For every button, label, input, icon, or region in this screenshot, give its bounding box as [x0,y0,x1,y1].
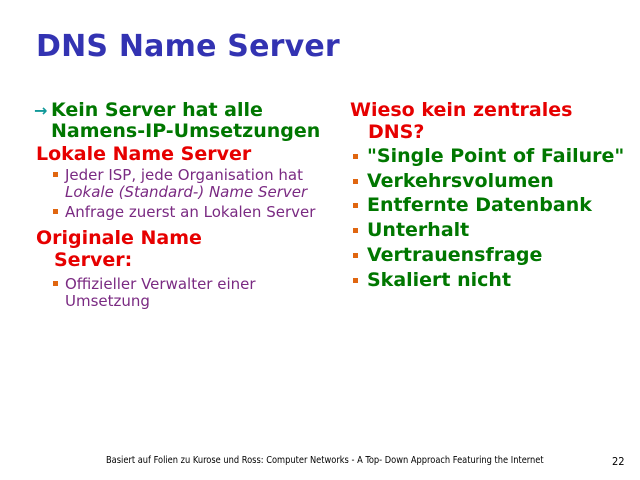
arrow-right-icon: → [34,101,48,120]
bullet-offizieller-verwalter: Offizieller Verwalter einer Umsetzung [34,274,322,311]
bullet-single-point-of-failure: "Single Point of Failure" [348,144,632,168]
bullet-text: Anfrage zuerst an Lokalen Server [65,203,316,222]
bullet-anfrage-zuerst: Anfrage zuerst an Lokalen Server [34,203,322,222]
bullet-text: Jeder ISP, jede Organisation hat Lokale … [65,165,322,202]
footer-page-number: 22 [612,455,625,468]
bullet-skaliert-nicht: Skaliert nicht [348,268,632,292]
slide-footer: Basiert auf Folien zu Kurose und Ross: C… [0,455,640,475]
square-bullet-icon [353,178,358,184]
square-bullet-icon [53,171,58,177]
bullet-kein-server: → Kein Server hat alle Namens-IP-Umsetzu… [34,99,322,143]
heading-text-line1: Wieso kein zentrales [350,99,573,121]
bullet-text: Vertrauensfrage [367,244,543,267]
bullet-vertrauensfrage: Vertrauensfrage [348,244,632,267]
bullet-text-plain: Jeder ISP, jede Organisation hat [65,165,303,184]
bullet-text: Entfernte Datenbank [367,194,592,217]
square-bullet-icon [353,228,358,234]
heading-text-line2: Server: [54,248,133,271]
page-title: DNS Name Server [36,29,340,64]
bullet-entfernte-datenbank: Entfernte Datenbank [348,195,632,217]
bullet-text: "Single Point of Failure" [367,144,625,167]
bullet-unterhalt: Unterhalt [348,219,632,242]
square-bullet-icon [353,253,358,259]
square-bullet-icon [353,277,358,283]
heading-text: Lokale Name Server [36,142,252,165]
right-content-column: Wieso kein zentrales DNS? "Single Point … [348,99,632,295]
square-bullet-icon [53,209,58,215]
bullet-text: Kein Server hat alle Namens-IP-Umsetzung… [51,99,321,143]
square-bullet-icon [53,280,58,286]
bullet-text: Verkehrsvolumen [367,169,554,192]
bullet-text-italic: Lokale (Standard-) Name Server [65,183,308,202]
left-content-column: → Kein Server hat alle Namens-IP-Umsetzu… [34,99,322,313]
heading-originale-name-server: Originale Name Server: [34,226,322,272]
bullet-text: Offizieller Verwalter einer Umsetzung [65,274,256,311]
bullet-text: Skaliert nicht [367,268,512,291]
heading-text-line2: DNS? [368,120,425,143]
square-bullet-icon [353,153,358,159]
square-bullet-icon [353,203,358,209]
heading-lokale-name-server: Lokale Name Server [34,142,322,166]
bullet-verkehrsvolumen: Verkehrsvolumen [348,169,632,193]
heading-text-line1: Originale Name [36,226,202,249]
heading-wieso-kein-zentrales-dns: Wieso kein zentrales DNS? [348,99,632,144]
bullet-jeder-isp: Jeder ISP, jede Organisation hat Lokale … [34,165,322,202]
bullet-text: Unterhalt [367,219,470,242]
footer-attribution: Basiert auf Folien zu Kurose und Ross: C… [106,455,544,466]
